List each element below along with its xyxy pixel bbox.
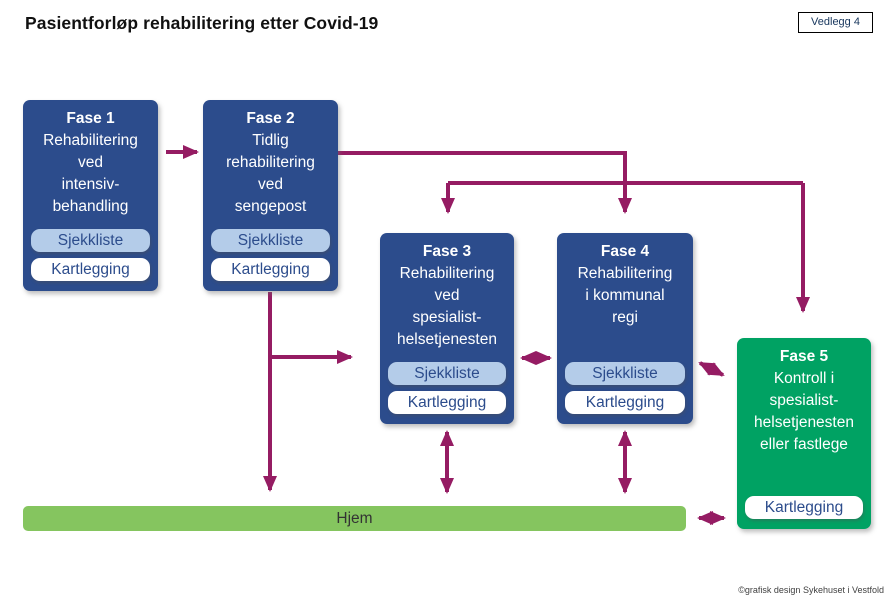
page-title: Pasientforløp rehabilitering etter Covid… — [25, 13, 379, 33]
phase-title: Fase 2 — [246, 110, 295, 127]
kartlegging-button[interactable]: Kartlegging — [745, 496, 863, 519]
sjekkliste-button[interactable]: Sjekkliste — [31, 229, 150, 252]
sjekkliste-button[interactable]: Sjekkliste — [388, 362, 506, 385]
kartlegging-button[interactable]: Kartlegging — [388, 391, 506, 414]
phase-buttons: Sjekkliste Kartlegging — [565, 362, 685, 414]
phase-title: Fase 3 — [422, 243, 472, 260]
phase-description: Rehabilitering i kommunal regi — [577, 265, 673, 326]
attachment-badge: Vedlegg 4 — [798, 12, 873, 33]
kartlegging-button[interactable]: Kartlegging — [565, 391, 685, 414]
phase-description: Kontroll i spesialist- helsetjenesten el… — [754, 370, 854, 453]
kartlegging-button[interactable]: Kartlegging — [31, 258, 150, 281]
credit-text: ©grafisk design Sykehuset i Vestfold — [738, 585, 884, 595]
arrow-fase2-to-fase4 — [338, 151, 632, 214]
sjekkliste-button[interactable]: Sjekkliste — [211, 229, 330, 252]
phase-box-fase-5: Fase 5 Kontroll i spesialist- helsetjene… — [737, 338, 871, 529]
phase-box-fase-3: Fase 3 Rehabilitering ved spesialist- he… — [380, 233, 514, 424]
phase-buttons: Kartlegging — [745, 496, 863, 519]
phase-title: Fase 1 — [66, 110, 115, 127]
phase-box-fase-4: Fase 4 Rehabilitering i kommunal regi Sj… — [557, 233, 693, 424]
phase-box-fase-2: Fase 2 Tidlig rehabilitering ved sengepo… — [203, 100, 338, 291]
arrow-fase4-fase5-bidirectional — [698, 361, 725, 377]
phase-box-fase-1: Fase 1 Rehabilitering ved intensiv- beha… — [23, 100, 158, 291]
phase-description: Tidlig rehabilitering ved sengepost — [226, 132, 315, 215]
phase-title: Fase 5 — [779, 348, 829, 365]
kartlegging-button[interactable]: Kartlegging — [211, 258, 330, 281]
phase-title: Fase 4 — [600, 243, 650, 260]
phase-buttons: Sjekkliste Kartlegging — [388, 362, 506, 414]
phase-description: Rehabilitering ved spesialist- helsetjen… — [397, 265, 497, 348]
home-bar: Hjem — [23, 506, 686, 531]
sjekkliste-button[interactable]: Sjekkliste — [565, 362, 685, 385]
phase-buttons: Sjekkliste Kartlegging — [31, 229, 150, 281]
phase-buttons: Sjekkliste Kartlegging — [211, 229, 330, 281]
phase-description: Rehabilitering ved intensiv- behandling — [43, 132, 138, 215]
